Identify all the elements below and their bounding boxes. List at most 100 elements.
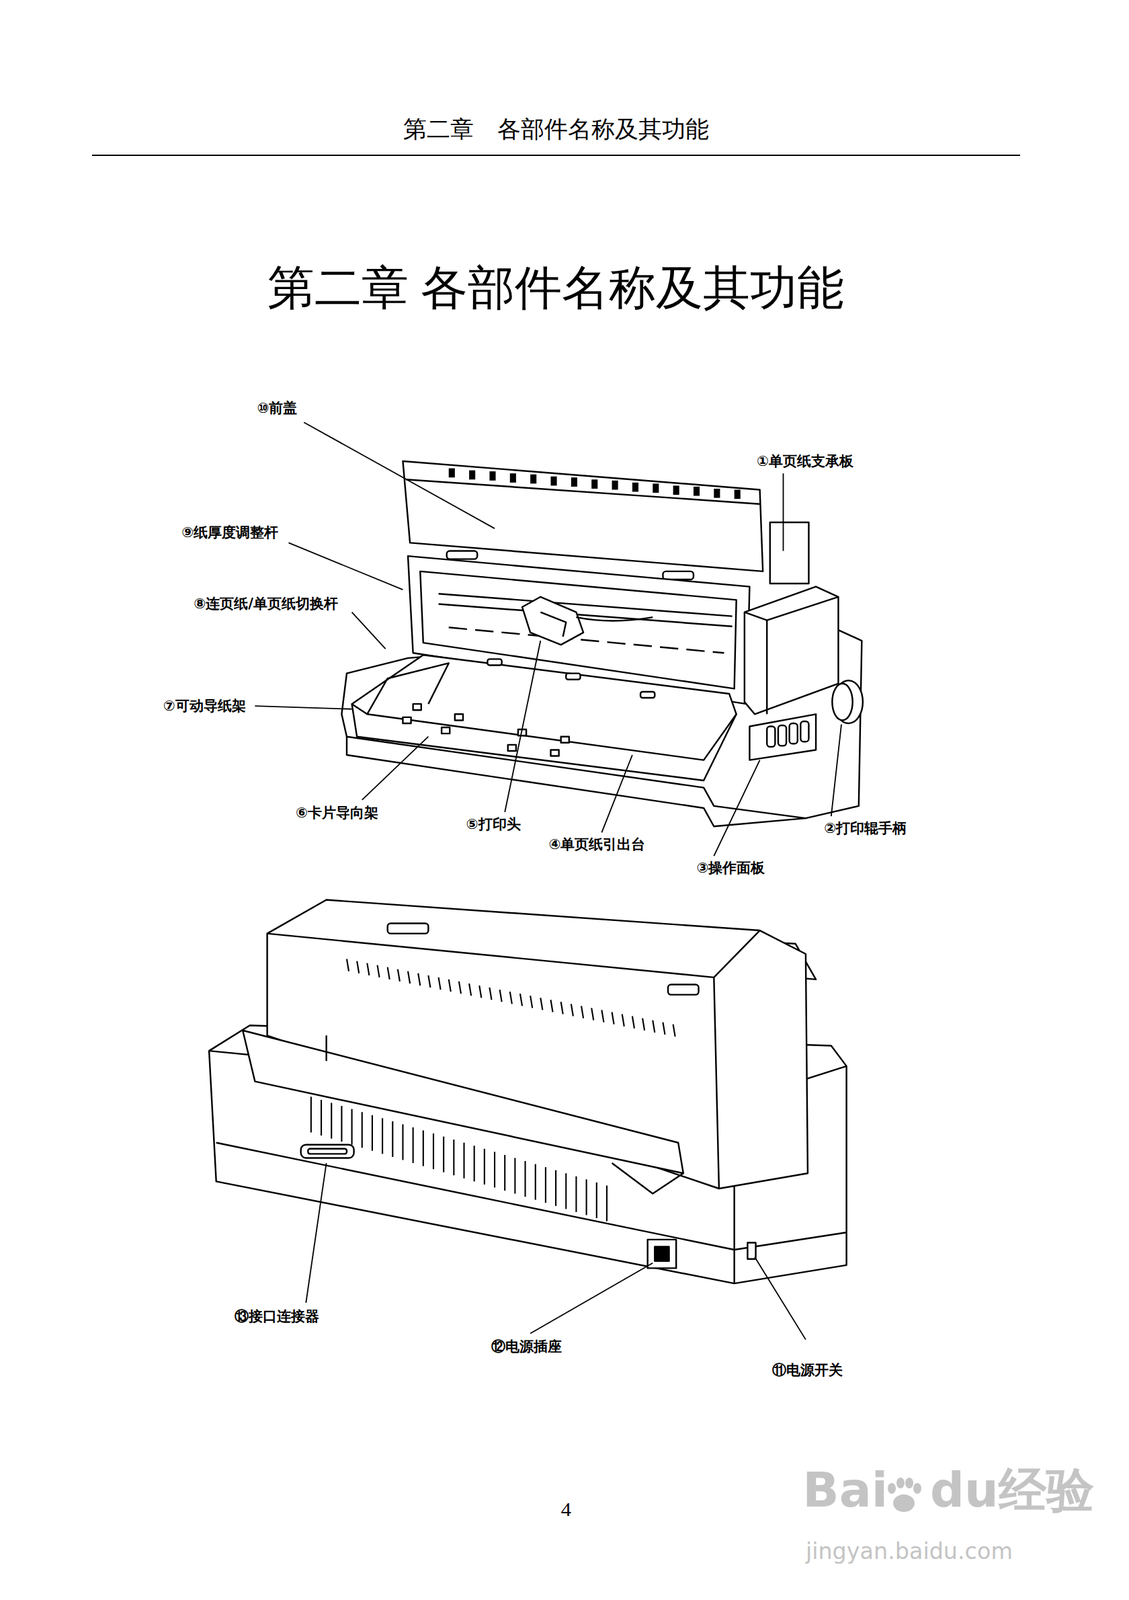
watermark-url: jingyan.baidu.com — [805, 1538, 1013, 1564]
drawing-stroke — [310, 1096, 312, 1132]
drawing-stroke — [504, 640, 541, 812]
drawing-stroke — [448, 468, 455, 478]
drawing-stroke — [673, 485, 680, 495]
header-rule — [92, 154, 1021, 156]
watermark-paw — [887, 1477, 922, 1512]
drawing-stroke — [330, 1102, 332, 1139]
drawing-stroke — [361, 1111, 363, 1148]
drawing-stroke — [571, 477, 578, 487]
right-housing — [744, 586, 839, 715]
drawing-stroke — [565, 673, 580, 680]
drawing-stroke — [782, 473, 785, 551]
drawing-stroke — [551, 999, 554, 1012]
drawing-stroke — [473, 1145, 476, 1181]
drawing-stroke — [438, 603, 733, 626]
drawing-stroke — [612, 1011, 615, 1024]
drawing-stroke — [642, 1018, 645, 1031]
drawing-stroke — [744, 596, 839, 715]
drawing-stroke — [591, 1007, 594, 1020]
callout-label: ⑨纸厚度调整杆 — [181, 524, 279, 541]
drawing-stroke — [504, 1154, 506, 1191]
printer-front-view — [341, 461, 863, 826]
drawing-stroke — [487, 658, 502, 665]
drawing-stroke — [540, 612, 566, 637]
drawing-stroke — [545, 1166, 547, 1203]
drawing-stroke — [778, 725, 787, 746]
drawing-stroke — [734, 489, 741, 499]
top-cover — [267, 899, 808, 1189]
interface-connector — [301, 1144, 355, 1158]
drawing-stroke — [442, 1136, 445, 1173]
callout-label: ⑫电源插座 — [491, 1337, 562, 1355]
drawing-stroke — [789, 723, 798, 744]
drawing-stroke — [565, 1172, 567, 1209]
drawing-stroke — [397, 969, 400, 982]
drawing-stroke — [493, 1151, 496, 1187]
drawing-stroke — [510, 991, 513, 1004]
drawing-stroke — [601, 754, 633, 832]
drawing-stroke — [438, 977, 441, 990]
callout-label: ④单页纸引出台 — [548, 835, 646, 853]
vent-slots — [346, 958, 676, 1037]
watermark: du经验 — [930, 1462, 1095, 1518]
drawing-stroke — [432, 1133, 435, 1169]
drawing-stroke — [622, 1013, 625, 1026]
drawing-stroke — [530, 1262, 653, 1334]
operation-panel — [749, 713, 816, 760]
drawing-stroke — [514, 1157, 516, 1193]
drawing-stroke — [893, 1493, 915, 1512]
drawing-stroke — [499, 989, 503, 1002]
drawing-stroke — [352, 612, 386, 650]
grille — [311, 1096, 607, 1221]
callout-label: ⑩前盖 — [256, 399, 298, 416]
drawing-stroke — [402, 717, 411, 724]
callout-label: ⑤打印头 — [466, 815, 521, 832]
drawing-stroke — [288, 542, 403, 590]
drawing-stroke — [479, 985, 482, 998]
drawing-stroke — [489, 987, 492, 1000]
drawing-stroke — [561, 1001, 564, 1014]
drawing-stroke — [454, 713, 464, 720]
drawing-stroke — [530, 995, 533, 1008]
drawing-stroke — [387, 922, 429, 933]
drawing-stroke — [652, 483, 659, 493]
drawing-stroke — [601, 1009, 604, 1022]
drawing-stroke — [520, 993, 523, 1006]
drawing-stroke — [754, 1256, 806, 1340]
drawing-stroke — [561, 736, 570, 743]
drawing-stroke — [489, 471, 496, 481]
drawing-stroke — [446, 551, 478, 560]
drawing-stroke — [381, 1117, 384, 1154]
drawing-stroke — [463, 1142, 465, 1179]
drawing-stroke — [713, 488, 720, 498]
drawing-stroke — [412, 1126, 414, 1163]
drawing-stroke — [387, 967, 390, 980]
drawing-stroke — [713, 760, 760, 857]
drawing-stroke — [667, 983, 699, 994]
sheet-tray — [352, 654, 737, 781]
drawing-stroke — [575, 616, 653, 621]
printer-rear-view — [208, 899, 847, 1284]
drawing-stroke — [586, 1178, 588, 1215]
running-header: 第二章 各部件名称及其功能 — [403, 116, 709, 144]
drawing-stroke — [887, 1482, 896, 1494]
drawing-stroke — [905, 1477, 914, 1488]
drawing-stroke — [530, 474, 537, 484]
drawing-stroke — [413, 703, 422, 710]
drawing-stroke — [428, 975, 431, 988]
drawing-stroke — [508, 744, 517, 751]
drawing-stroke — [452, 1139, 455, 1175]
drawing-stroke — [606, 1184, 608, 1221]
callout-label: ⑧连页纸/单页纸切换杆 — [193, 595, 339, 612]
drawing-stroke — [362, 736, 429, 800]
drawing-stroke — [913, 1482, 922, 1494]
callout-label: ①单页纸支承板 — [756, 452, 854, 470]
drawing-stroke — [402, 703, 569, 756]
drawing-stroke — [662, 1022, 665, 1035]
sheet-support — [770, 522, 810, 584]
leader-lines — [254, 422, 842, 1339]
drawing-stroke — [673, 1024, 676, 1037]
drawing-stroke — [371, 1114, 373, 1151]
callout-label: ③操作面板 — [696, 859, 766, 876]
